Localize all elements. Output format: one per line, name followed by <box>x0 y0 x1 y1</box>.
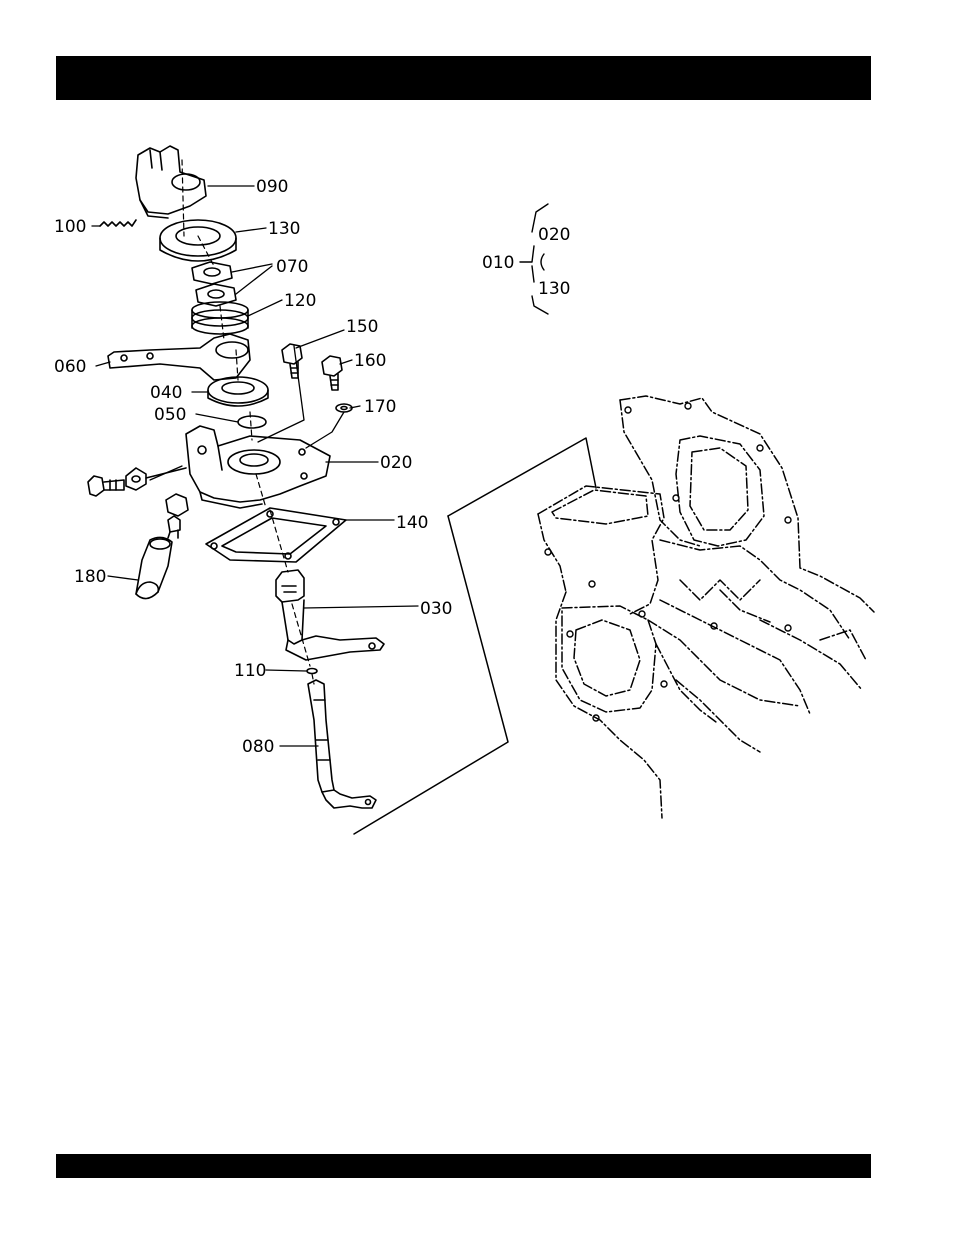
part-labels: 090 100 130 070 120 150 160 060 040 050 … <box>54 177 452 757</box>
assembly-parent-label: 010 <box>482 253 514 273</box>
label-160: 160 <box>354 351 386 371</box>
label-110: 110 <box>234 661 266 681</box>
part-070-nuts <box>192 262 236 306</box>
part-050-ring <box>238 416 266 428</box>
label-170: 170 <box>364 397 396 417</box>
part-100-spring <box>100 220 136 226</box>
label-030: 030 <box>420 599 452 619</box>
engine-bolt-holes <box>545 403 791 721</box>
label-050: 050 <box>154 405 186 425</box>
part-housing-bolt <box>88 468 186 496</box>
label-070: 070 <box>276 257 308 277</box>
part-nut-screw <box>166 494 188 538</box>
label-130: 130 <box>268 219 300 239</box>
part-140-gasket <box>206 508 346 562</box>
part-090-lever-fork <box>136 146 206 218</box>
install-connector-top <box>448 438 596 516</box>
part-150-bolt <box>282 344 302 378</box>
install-connector-bottom <box>354 516 508 834</box>
part-130-collar <box>160 220 236 261</box>
assembly-range-end: 130 <box>538 279 570 299</box>
part-080-shaft <box>308 680 376 808</box>
part-180-cap <box>136 537 172 598</box>
part-040-bearing <box>208 377 268 406</box>
assembly-range-start: 020 <box>538 225 570 245</box>
label-090: 090 <box>256 177 288 197</box>
engine-block-outline <box>538 396 874 818</box>
label-150: 150 <box>346 317 378 337</box>
part-110-pin <box>307 669 317 674</box>
label-080: 080 <box>242 737 274 757</box>
label-120: 120 <box>284 291 316 311</box>
footer-bar <box>56 1154 871 1178</box>
part-060-lever <box>108 334 250 380</box>
label-180: 180 <box>74 567 106 587</box>
part-020-housing <box>186 426 330 508</box>
label-100: 100 <box>54 217 86 237</box>
label-060: 060 <box>54 357 86 377</box>
part-030-shaft <box>276 570 384 660</box>
part-160-bolt <box>322 356 342 390</box>
label-140: 140 <box>396 513 428 533</box>
label-040: 040 <box>150 383 182 403</box>
label-020: 020 <box>380 453 412 473</box>
